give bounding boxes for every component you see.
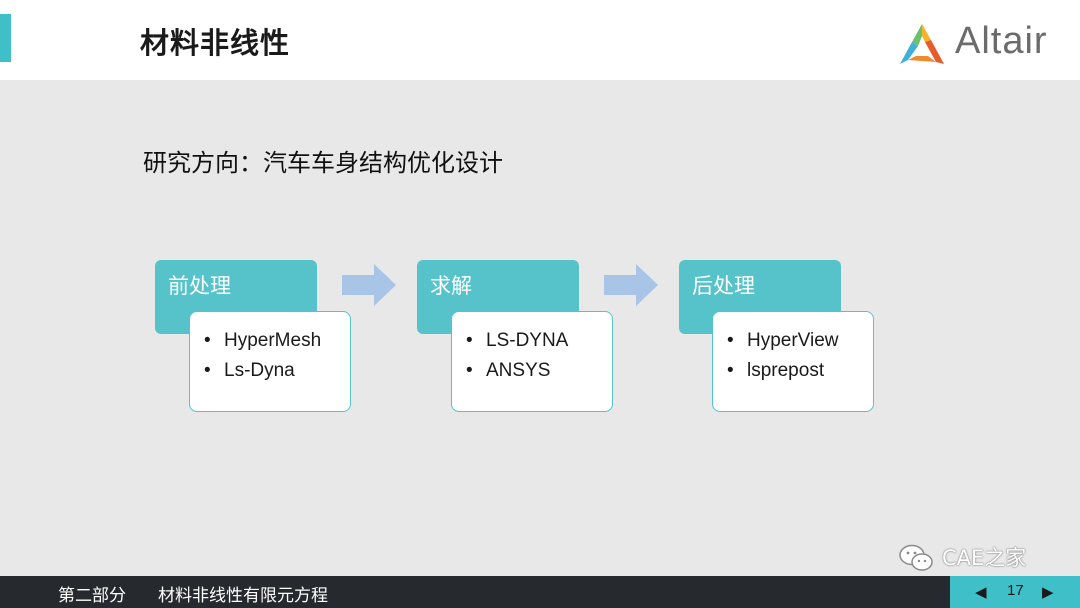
stage-solve-tools: •LS-DYNA •ANSYS [451, 311, 613, 412]
slide-subtitle: 研究方向：汽车车身结构优化设计 [143, 149, 503, 177]
stage-postprocess-tools: •HyperView •lsprepost [712, 311, 874, 412]
list-item: •LS-DYNA [466, 330, 569, 351]
prev-slide-button[interactable]: ◀ [975, 583, 987, 601]
footer-section-bar: 第二部分 材料非线性有限元方程 [0, 576, 950, 608]
footer-topic-label: 材料非线性有限元方程 [158, 586, 328, 606]
list-item: •ANSYS [466, 360, 551, 381]
page-number: 17 [1007, 582, 1024, 599]
altair-logo: Altair [898, 18, 1058, 70]
next-slide-button[interactable]: ▶ [1042, 583, 1054, 601]
wechat-icon [899, 544, 933, 571]
slide-header: 材料非线性 Altair [0, 0, 1080, 80]
list-item: •HyperView [727, 330, 839, 351]
accent-bar [0, 14, 11, 62]
arrow-right-icon [604, 264, 658, 306]
footer-section-label: 第二部分 [58, 586, 126, 606]
slide-navigation: ◀ 17 ▶ [950, 576, 1080, 608]
list-item: •lsprepost [727, 360, 825, 381]
watermark-text: CAE之家 [942, 546, 1027, 570]
list-item: •HyperMesh [204, 330, 322, 351]
arrow-right-icon [342, 264, 396, 306]
altair-logo-text: Altair [955, 20, 1048, 62]
stage-preprocess-tools: •HyperMesh •Ls-Dyna [189, 311, 351, 412]
slide-footer: 第二部分 材料非线性有限元方程 ◀ 17 ▶ [0, 576, 1080, 608]
list-item: •Ls-Dyna [204, 360, 295, 381]
slide-title: 材料非线性 [140, 26, 291, 60]
altair-logo-icon [900, 24, 944, 64]
